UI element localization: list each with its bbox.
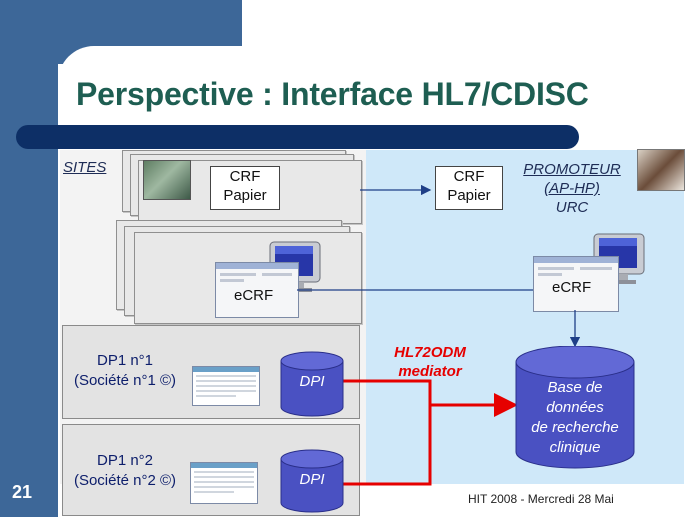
dp2-label: DP1 n°2 (Société n°2 ©) <box>64 451 186 491</box>
database-label-line1: Base de <box>547 379 603 396</box>
promoteur-label-line1: PROMOTEUR <box>523 161 621 178</box>
dpi-software-screenshot-1 <box>192 366 260 406</box>
crf-papier-sites-line1: CRF <box>229 168 261 185</box>
slide-title: Perspective : Interface HL7/CDISC <box>76 76 589 112</box>
mediator-label: HL72ODM mediator <box>372 343 488 381</box>
research-database-icon <box>515 346 635 469</box>
dp2-label-line1: DP1 n°2 <box>96 452 154 469</box>
ecrf-screenshot-graphic <box>216 263 298 282</box>
dpi2-label: DPI <box>299 471 325 488</box>
dp1-label-line2: (Société n°1 ©) <box>73 372 177 389</box>
ecrf-screenshot-graphic <box>534 257 618 276</box>
dpi2-to-database-line <box>342 405 432 486</box>
database-label: Base de données de recherche clinique <box>514 378 636 458</box>
crf-papier-sites: CRF Papier <box>210 166 280 210</box>
crf-papier-sites-line2: Papier <box>223 187 267 204</box>
slide-number: 21 <box>12 482 33 502</box>
dpi-software-screenshot-2 <box>190 462 258 504</box>
mediator-label-line2: mediator <box>398 363 462 380</box>
promoteur-label-line3: URC <box>555 199 589 216</box>
database-label-line3: de recherche <box>531 419 619 436</box>
surgeon-photo <box>143 160 191 200</box>
dp1-label-line1: DP1 n°1 <box>96 352 154 369</box>
dpi-screenshot-graphic <box>191 463 257 493</box>
title-underline-bar <box>16 125 579 149</box>
dp1-label: DP1 n°1 (Société n°1 ©) <box>64 351 186 391</box>
slide-footer: HIT 2008 - Mercredi 28 Mai <box>468 492 614 506</box>
dpi-database-icon <box>280 351 344 417</box>
promoteur-label: PROMOTEUR (AP-HP) URC <box>513 160 631 217</box>
database-label-line2: données <box>546 399 604 416</box>
dpi1-to-database-arrow <box>342 379 518 417</box>
ecrf-screenshot-sites: eCRF <box>215 262 299 318</box>
sites-label: SITES <box>63 159 107 176</box>
researcher-photo <box>637 149 685 191</box>
dpi-screenshot-graphic <box>193 367 259 397</box>
crf-papier-promoteur-line2: Papier <box>447 187 491 204</box>
ecrf-screenshot-promoteur: eCRF <box>533 256 619 312</box>
ecrf-promoteur-label: eCRF <box>552 279 592 296</box>
database-label-line4: clinique <box>549 439 601 456</box>
crf-papier-promoteur-line1: CRF <box>453 168 485 185</box>
dpi-database-icon <box>280 449 344 513</box>
left-frame-band <box>0 0 58 517</box>
crf-papier-promoteur: CRF Papier <box>435 166 503 210</box>
promoteur-label-line2: (AP-HP) <box>544 180 600 197</box>
ecrf-sites-label: eCRF <box>234 287 274 304</box>
dp2-label-line2: (Société n°2 ©) <box>73 472 177 489</box>
dpi1-label: DPI <box>299 373 325 390</box>
mediator-label-line1: HL72ODM <box>394 344 466 361</box>
